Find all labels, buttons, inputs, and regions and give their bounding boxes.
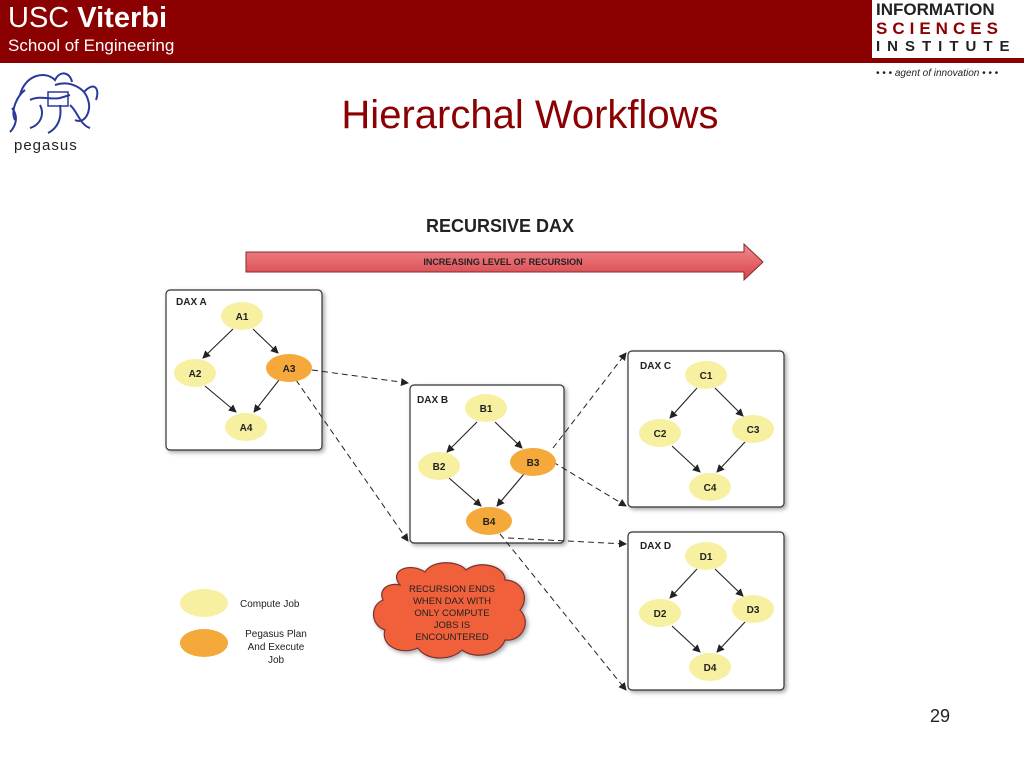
- node-c3-label: C3: [747, 425, 760, 436]
- node-b3-label: B3: [527, 458, 540, 469]
- node-a3: [266, 354, 312, 382]
- dax-b-edges: [446, 421, 525, 507]
- header-bar: USC Viterbi School of Engineering INFORM…: [0, 0, 1024, 63]
- node-a2: [174, 359, 216, 387]
- node-a2-label: A2: [189, 369, 202, 380]
- dax-d-label: DAX D: [640, 541, 671, 552]
- diagram-heading: RECURSIVE DAX: [426, 216, 574, 236]
- node-c4: [689, 473, 731, 501]
- dax-c-box: [627, 350, 785, 508]
- dax-a-label: DAX A: [176, 297, 207, 308]
- node-a4-label: A4: [240, 423, 253, 434]
- node-c4-label: C4: [704, 483, 717, 494]
- pegasus-logo: [9, 72, 99, 134]
- slide-number: 29: [930, 706, 951, 726]
- dax-a-box: [165, 289, 323, 451]
- recursion-arrow-label: INCREASING LEVEL OF RECURSION: [423, 257, 582, 267]
- node-d4-label: D4: [704, 663, 717, 674]
- node-b1-label: B1: [480, 404, 493, 415]
- dax-b-label: DAX B: [417, 395, 448, 406]
- node-a4: [225, 413, 267, 441]
- cloud-line-1: RECURSION ENDS: [409, 584, 495, 595]
- cloud-line-5: ENCOUNTERED: [415, 632, 489, 643]
- legend-pegasus-line-3: Job: [268, 655, 285, 666]
- agent-of-innovation: • • • agent of innovation • • •: [876, 68, 999, 79]
- isi-line-2: SCIENCES: [876, 19, 1003, 38]
- cloud-line-4: JOBS IS: [434, 620, 470, 631]
- node-b4: [466, 507, 512, 535]
- node-a1-label: A1: [236, 312, 249, 323]
- dax-d-box: [627, 531, 785, 691]
- recursion-edges: [295, 352, 627, 691]
- dax-a-edges: [202, 328, 280, 413]
- node-a3-label: A3: [283, 364, 296, 375]
- node-c3: [732, 415, 774, 443]
- node-b1: [465, 394, 507, 422]
- node-d2: [639, 599, 681, 627]
- usc-viterbi-logo: USC Viterbi: [8, 2, 167, 34]
- usc-text: USC: [8, 2, 70, 34]
- school-of-engineering: School of Engineering: [8, 36, 175, 55]
- dax-d-edges: [669, 568, 746, 653]
- node-d2-label: D2: [654, 609, 667, 620]
- recursion-arrow: [245, 242, 764, 282]
- legend-compute-label: Compute Job: [240, 599, 300, 610]
- node-d1: [685, 542, 727, 570]
- cloud-line-3: ONLY COMPUTE: [414, 608, 489, 619]
- node-c1-label: C1: [700, 371, 713, 382]
- legend-compute-swatch: [180, 589, 228, 617]
- node-b2: [418, 452, 460, 480]
- isi-line-1: INFORMATION: [876, 0, 995, 19]
- node-c2-label: C2: [654, 429, 667, 440]
- legend-pegasus-line-1: Pegasus Plan: [245, 629, 307, 640]
- node-d4: [689, 653, 731, 681]
- cloud-line-2: WHEN DAX WITH: [413, 596, 491, 607]
- pegasus-logo-text: pegasus: [14, 137, 78, 154]
- legend-pegasus-swatch: [180, 629, 228, 657]
- node-b4-label: B4: [483, 517, 496, 528]
- node-b2-label: B2: [433, 462, 446, 473]
- dax-c-label: DAX C: [640, 361, 671, 372]
- node-d3-label: D3: [747, 605, 760, 616]
- isi-logo: INFORMATION SCIENCES INSTITUTE: [872, 0, 1024, 58]
- isi-line-3: INSTITUTE: [876, 38, 1017, 55]
- node-a1: [221, 302, 263, 330]
- node-d1-label: D1: [700, 552, 713, 563]
- legend-pegasus-line-2: And Execute: [248, 642, 305, 653]
- node-d3: [732, 595, 774, 623]
- node-c1: [685, 361, 727, 389]
- node-c2: [639, 419, 681, 447]
- viterbi-text: Viterbi: [77, 2, 168, 34]
- node-b3: [510, 448, 556, 476]
- dax-b-box: [409, 384, 565, 544]
- recursion-cloud: [372, 562, 526, 659]
- page-title: Hierarchal Workflows: [341, 93, 719, 137]
- dax-c-edges: [669, 387, 746, 473]
